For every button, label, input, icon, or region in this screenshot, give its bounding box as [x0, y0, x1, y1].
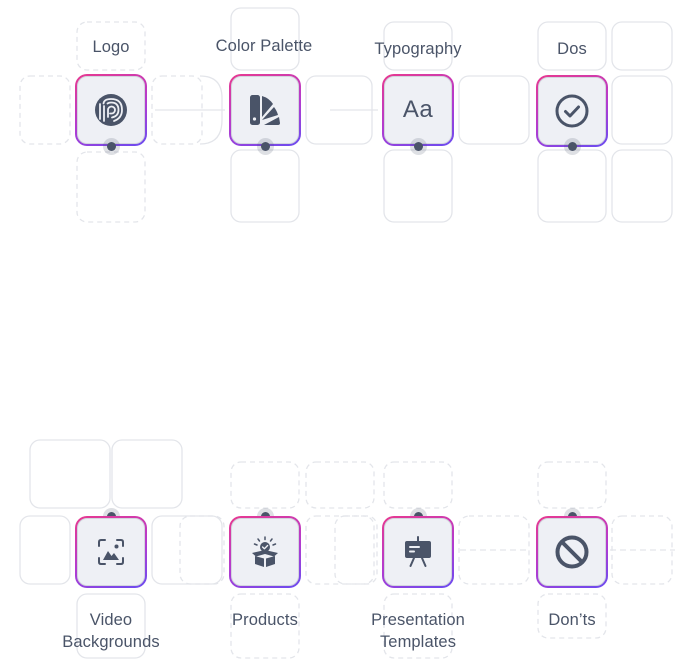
fingerprint-p-logo-icon [95, 94, 127, 126]
grid-cell [611, 75, 673, 145]
node-color-palette[interactable] [229, 74, 301, 146]
typography-aa-icon: Aa [402, 96, 434, 123]
grid-cell [537, 593, 607, 639]
node-logo[interactable] [75, 74, 147, 146]
grid-cell [151, 515, 223, 585]
grid-cell [76, 593, 146, 659]
grid-cell [383, 21, 453, 71]
grid-cell [19, 515, 71, 585]
check-circle-icon [555, 94, 589, 128]
grid-line [199, 75, 223, 145]
grid-cell [305, 461, 375, 509]
grid-cell [334, 515, 378, 585]
node-label-color-palette: Color Palette [215, 37, 313, 55]
grid-cell [29, 439, 111, 509]
grid-cell [230, 7, 300, 71]
grid-cell [537, 21, 607, 71]
node-label-dos: Dos [557, 40, 587, 58]
grid-cell [76, 21, 146, 71]
node-label-presentation-templates: Presentation Templates [371, 611, 465, 651]
grid-cell [19, 75, 71, 145]
prohibited-icon [555, 535, 589, 569]
grid-cell [458, 75, 530, 145]
node-label-products: Products [232, 611, 298, 629]
node-label-typography: Typography [374, 40, 462, 58]
node-video-backgrounds[interactable] [75, 516, 147, 588]
connector-dot [260, 141, 270, 151]
connector-dot [413, 141, 423, 151]
connector-dot [106, 141, 116, 151]
image-frame-icon [98, 539, 124, 565]
node-label-video-backgrounds: Video Backgrounds [62, 611, 160, 651]
presentation-easel-icon [405, 536, 431, 567]
grid-cell [111, 439, 183, 509]
node-typography[interactable]: Aa [382, 74, 454, 146]
node-dos[interactable] [536, 75, 608, 147]
grid-cell [458, 515, 530, 585]
color-swatch-fan-icon [250, 95, 280, 125]
node-donts[interactable] [536, 516, 608, 588]
product-box-check-icon [252, 536, 278, 567]
grid-cell [383, 593, 453, 659]
node-presentation-templates[interactable] [382, 516, 454, 588]
grid-cell [179, 515, 225, 585]
grid-cell [230, 593, 300, 659]
grid-cell [305, 515, 375, 585]
node-label-donts: Don’ts [548, 611, 596, 629]
grid-cell [611, 21, 673, 71]
node-products[interactable] [229, 516, 301, 588]
node-label-logo: Logo [92, 38, 130, 56]
connector-dot [567, 141, 577, 151]
grid-cell [611, 149, 673, 223]
